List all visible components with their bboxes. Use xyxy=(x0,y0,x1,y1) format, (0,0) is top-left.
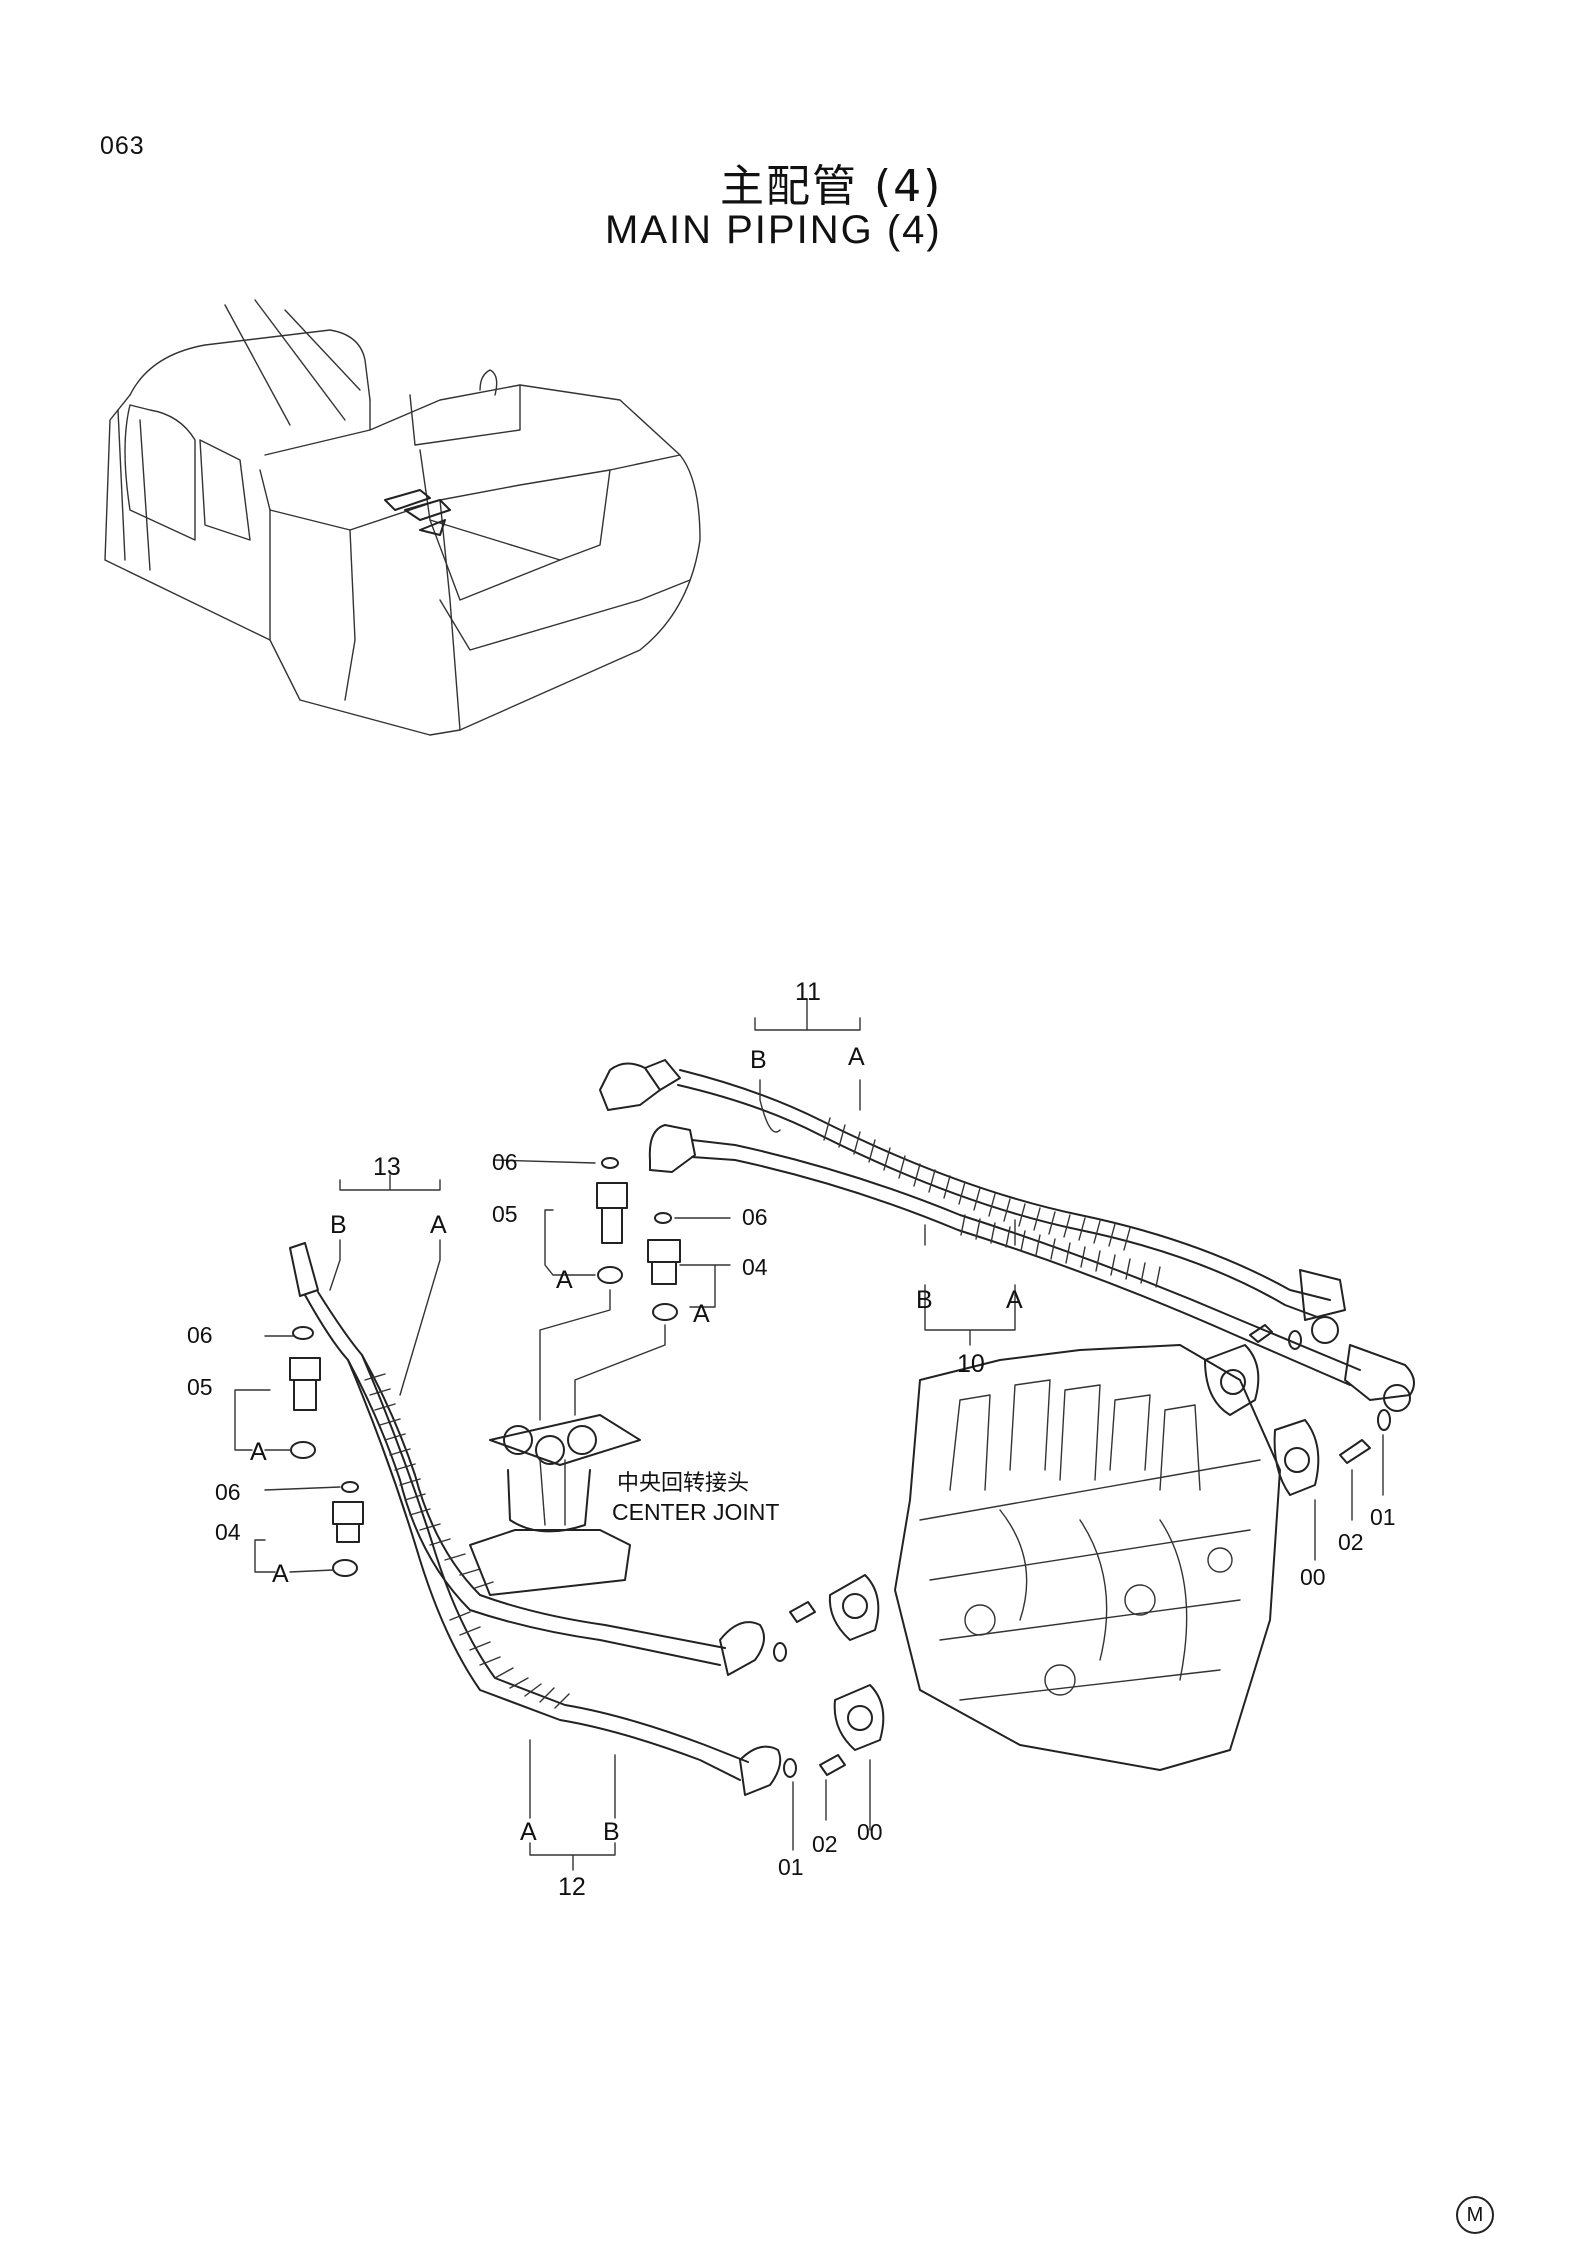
title-chinese: 主配管 (4) xyxy=(720,161,943,212)
label-12-b: B xyxy=(603,1818,620,1846)
leader-lines xyxy=(234,999,1384,1871)
fittings-upper-drawing xyxy=(596,1157,681,1321)
label-05-left: 05 xyxy=(187,1374,213,1400)
label-10-b: B xyxy=(916,1286,933,1314)
title-english: MAIN PIPING (4) xyxy=(605,208,942,252)
label-11: 11 xyxy=(795,978,821,1006)
label-04-left-a: A xyxy=(272,1560,289,1588)
center-joint-label-cn: 中央回转接头 xyxy=(617,1471,749,1496)
label-00-right: 00 xyxy=(1300,1564,1326,1590)
label-04-left: 04 xyxy=(215,1519,241,1545)
label-02-right: 02 xyxy=(1338,1529,1364,1555)
label-04-upper: 04 xyxy=(742,1254,768,1280)
hose-12-armor xyxy=(449,1611,570,1709)
label-10: 10 xyxy=(957,1350,985,1378)
label-06-upper-b: 06 xyxy=(742,1204,768,1230)
label-02-lower: 02 xyxy=(812,1831,838,1857)
label-00-lower: 00 xyxy=(857,1819,883,1845)
label-13-a: A xyxy=(430,1211,447,1239)
label-04-upper-a: A xyxy=(693,1300,710,1328)
label-05-left-a: A xyxy=(250,1438,267,1466)
excavator-overview-drawing xyxy=(104,299,701,736)
label-06-upper-a: 06 xyxy=(492,1149,518,1175)
center-joint-drawing xyxy=(469,1414,641,1596)
label-01-lower: 01 xyxy=(778,1854,804,1880)
label-12-a: A xyxy=(520,1818,537,1846)
label-06-left-a: 06 xyxy=(187,1322,213,1348)
corner-mark: M xyxy=(1456,2196,1494,2234)
part-labels: 11 B A 13 B A 06 05 A 06 04 A B A 10 06 … xyxy=(187,978,1396,1901)
label-05-upper: 05 xyxy=(492,1201,518,1227)
control-valve-drawing xyxy=(894,1344,1281,1771)
hose-10-armor xyxy=(960,1214,1161,1288)
flanges-drawing xyxy=(773,1324,1391,1778)
label-13-b: B xyxy=(330,1211,347,1239)
label-11-a: A xyxy=(848,1043,865,1071)
label-10-a: A xyxy=(1006,1286,1023,1314)
label-01-right: 01 xyxy=(1370,1504,1396,1530)
label-12: 12 xyxy=(558,1873,586,1901)
label-06-left-b: 06 xyxy=(215,1479,241,1505)
label-11-b: B xyxy=(750,1046,767,1074)
page-number: 063 xyxy=(100,132,145,160)
hose-11-drawing xyxy=(599,1059,1346,1344)
label-13: 13 xyxy=(373,1153,401,1181)
hose-11-armor xyxy=(823,1117,1131,1251)
center-joint-label-en: CENTER JOINT xyxy=(612,1499,779,1525)
hose-10-drawing xyxy=(648,1124,1415,1412)
hose-12-drawing xyxy=(347,1354,782,1796)
label-05-upper-a: A xyxy=(556,1266,573,1294)
fittings-left-drawing xyxy=(289,1326,364,1577)
